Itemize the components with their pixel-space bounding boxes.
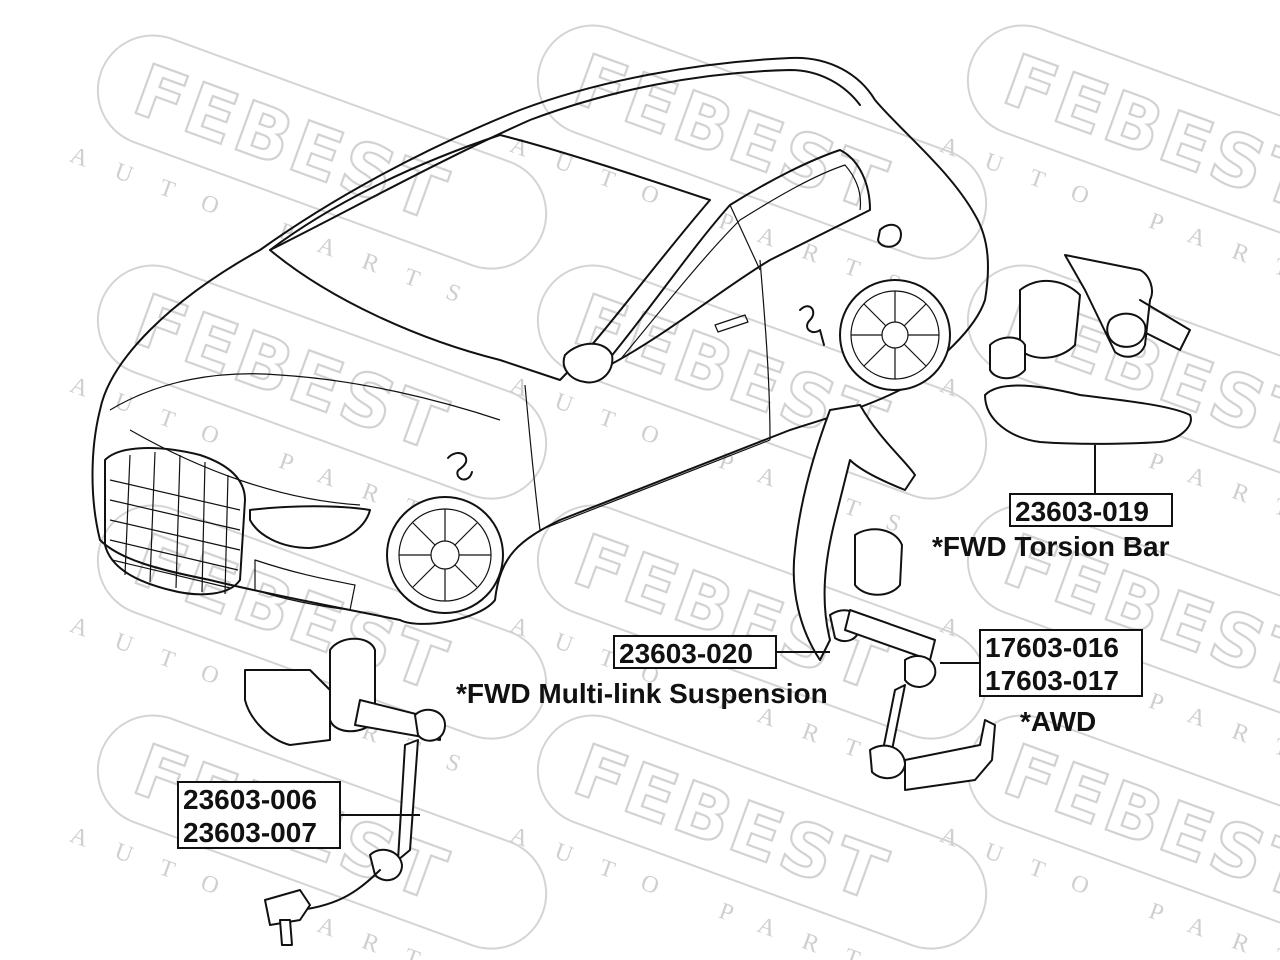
application-note: *AWD <box>1020 706 1096 737</box>
part-23603-020-illustration <box>792 404 996 791</box>
callout-23603-020: 23603-020 *FWD Multi-link Suspension <box>456 635 828 709</box>
part-number-label: 23603-020 <box>619 638 753 669</box>
callout-23603-019: 23603-019 *FWD Torsion Bar <box>932 493 1173 562</box>
callout-17603-016-017: 17603-016 17603-017 *AWD <box>979 629 1143 737</box>
application-note: *FWD Torsion Bar <box>932 531 1170 562</box>
part-number-label: 23603-019 <box>1015 496 1149 527</box>
application-note: *FWD Multi-link Suspension <box>456 678 828 709</box>
part-number-label: 17603-017 <box>985 665 1119 696</box>
part-number-box <box>979 629 1143 697</box>
car-illustration <box>91 56 989 625</box>
part-23603-006-illustration <box>244 637 446 946</box>
watermark-brand: FEBEST <box>564 38 900 229</box>
part-number-label: 17603-016 <box>985 632 1119 663</box>
part-number-box <box>1009 493 1173 527</box>
part-number-box <box>613 635 777 669</box>
watermark-brand: FEBEST <box>994 728 1280 919</box>
part-number-label: 23603-007 <box>183 817 317 848</box>
part-number-label: 23603-006 <box>183 784 317 815</box>
callout-23603-006-007: 23603-006 23603-007 <box>177 781 341 849</box>
watermark-brand: FEBEST <box>124 48 460 239</box>
part-23603-019-illustration <box>984 254 1192 445</box>
watermark-brand: FEBEST <box>124 278 460 469</box>
leader-lines <box>340 445 1096 816</box>
part-number-box <box>177 781 341 849</box>
watermark-brand: FEBEST <box>994 38 1280 229</box>
